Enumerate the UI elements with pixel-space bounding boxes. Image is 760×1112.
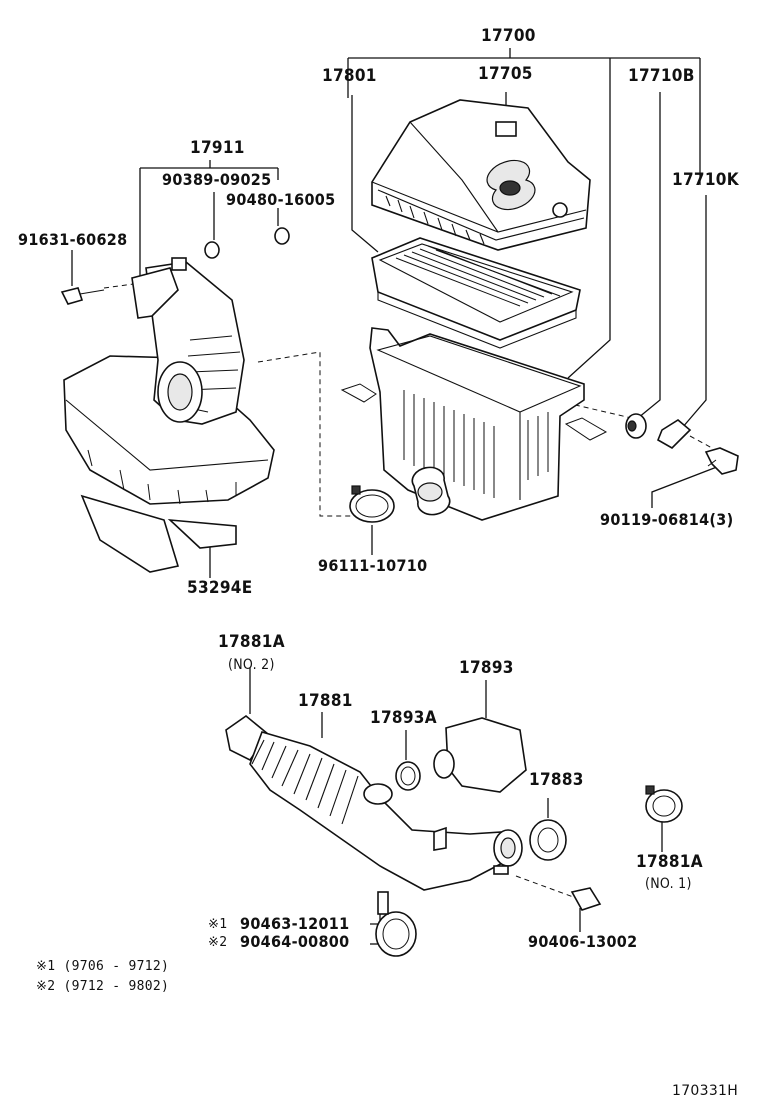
label-90480-16005: 90480-16005 <box>226 190 336 209</box>
resonator-assembly <box>60 227 290 573</box>
leader-lines-upper <box>71 48 723 578</box>
note-2: ※2 (9712 - 9802) <box>36 979 170 994</box>
figure-code: 170331H <box>672 1083 739 1099</box>
mark-2: ※2 <box>208 935 228 950</box>
label-17893A: 17893A <box>370 708 437 728</box>
air-cleaner-cap <box>371 99 591 251</box>
label-17881A-no1: 17881A <box>636 852 703 872</box>
label-17710B: 17710B <box>628 66 695 86</box>
label-90119-06814: 90119-06814(3) <box>600 510 734 529</box>
label-53294E: 53294E <box>187 578 253 598</box>
label-96111-10710: 96111-10710 <box>318 556 428 575</box>
leader-lines-lower <box>249 668 663 945</box>
air-cleaner-case <box>340 327 608 521</box>
label-17700: 17700 <box>481 26 536 46</box>
air-filter-element <box>371 237 581 349</box>
label-17881: 17881 <box>298 691 353 711</box>
label-17710K: 17710K <box>672 170 739 190</box>
note-1: ※1 (9706 - 9712) <box>36 959 170 974</box>
intake-hose-17881 <box>225 714 523 891</box>
label-17705: 17705 <box>478 64 533 84</box>
label-90389-09025: 90389-09025 <box>162 170 272 189</box>
label-17881A-no1-sub: (NO. 1) <box>645 876 692 892</box>
mark-1: ※1 <box>208 917 228 932</box>
label-17911: 17911 <box>190 138 245 158</box>
grommets-and-bolt <box>625 413 739 475</box>
intake-parts-small <box>375 717 683 957</box>
label-17893: 17893 <box>459 658 514 678</box>
label-90464-00800: 90464-00800 <box>240 932 350 951</box>
label-17883: 17883 <box>529 770 584 790</box>
label-90463-12011: 90463-12011 <box>240 914 350 933</box>
hose-clamp-96111 <box>349 485 395 523</box>
label-17881A-no2: 17881A <box>218 632 285 652</box>
label-90406-13002: 90406-13002 <box>528 932 638 951</box>
label-17881A-no2-sub: (NO. 2) <box>228 657 275 673</box>
label-17801: 17801 <box>322 66 377 86</box>
label-91631-60628: 91631-60628 <box>18 230 128 249</box>
